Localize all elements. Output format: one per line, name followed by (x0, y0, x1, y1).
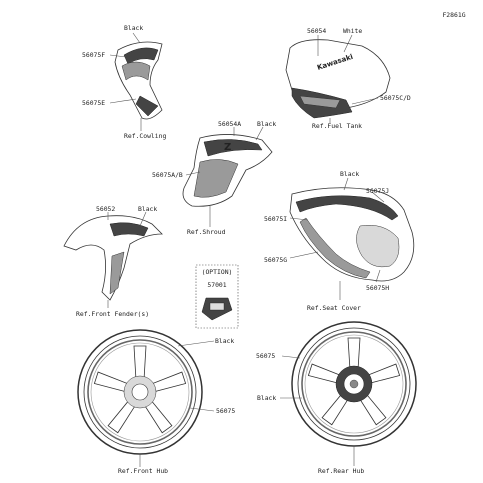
cowling-decal-group: Black 56075F 56075E Ref.Cowling (82, 24, 166, 140)
shroud-ref-label: Ref.Shroud (187, 228, 226, 236)
seat-cover-ref-label: Ref.Seat Cover (307, 304, 361, 312)
seat-cover-decal-group: Black 56075J 56075I 56075G 56075H Ref.Se… (264, 170, 415, 312)
seat-cover-side-stripe (299, 217, 371, 279)
seat-cover-part-h: 56075H (366, 284, 389, 292)
option-title: (OPTION) (202, 268, 233, 276)
front-fender-part: 56052 (96, 205, 115, 213)
front-fender-stripe (109, 222, 149, 237)
option-accessory-detail (209, 302, 225, 311)
fuel-tank-part: 56054 (307, 27, 326, 35)
fuel-tank-decal-group: Kawasaki 56054 White 56075C/D Ref.Fuel T… (285, 27, 411, 130)
fuel-tank-white-label: White (343, 27, 362, 35)
seat-cover-part-i: 56075I (264, 215, 287, 223)
front-wheel-spokes (93, 345, 187, 434)
front-wheel-rim-decal (87, 339, 193, 445)
seat-cover-black-label: Black (340, 170, 359, 178)
cowling-part-top: 56075F (82, 51, 105, 59)
rear-wheel-rim-decal (301, 331, 407, 437)
cowling-top-stripe (123, 47, 159, 65)
front-fender-side (109, 251, 125, 295)
option-part: 57001 (207, 281, 226, 289)
cowling-bottom-stripe (135, 95, 159, 117)
seat-cover-top-stripe (295, 195, 399, 221)
shroud-black-label: Black (257, 120, 276, 128)
shroud-panel (193, 159, 239, 198)
fuel-tank-part-2: 56075C/D (380, 94, 411, 102)
front-hub-ref-label: Ref.Front Hub (118, 467, 168, 475)
front-fender-black-label: Black (138, 205, 157, 213)
shroud-part: 56054A (218, 120, 241, 128)
front-hub-part: 56075 (216, 407, 235, 415)
front-hub-black-label: Black (215, 337, 234, 345)
shroud-part-2: 56075A/B (152, 171, 183, 179)
rear-hub-ref-label: Ref.Rear Hub (318, 467, 364, 475)
shroud-decal-group: Z 56054A Black 56075A/B Ref.Shroud (152, 120, 276, 236)
option-box: (OPTION) 57001 (195, 264, 239, 329)
seat-cover-part-g: 56075G (264, 256, 287, 264)
shroud-z-logo: Z (224, 142, 231, 153)
front-fender-ref-label: Ref.Front Fender(s) (76, 310, 149, 318)
cowling-ref-label: Ref.Cowling (124, 132, 166, 140)
rear-hub-black-label: Black (257, 394, 276, 402)
fuel-tank-mid-stripe (299, 95, 341, 109)
rear-hub-part: 56075 (256, 352, 275, 360)
shroud-top-stripe (203, 139, 263, 157)
front-fender-decal-group: 56052 Black Ref.Front Fender(s) (63, 205, 163, 318)
rear-wheel-spokes (307, 337, 401, 426)
seat-cover-tail-light (356, 225, 400, 268)
front-hub-decal-group: Black 56075 Ref.Front Hub (77, 329, 235, 475)
rear-hub-decal-group: 56075 Black Ref.Rear Hub (256, 321, 417, 475)
figure-code: F2861G (442, 11, 465, 19)
cowling-part-bottom: 56075E (82, 99, 105, 107)
cowling-middle-panel (121, 61, 151, 81)
seat-cover-part-j: 56075J (366, 187, 389, 195)
cowling-black-label: Black (124, 24, 143, 32)
fuel-tank-ref-label: Ref.Fuel Tank (312, 122, 362, 130)
